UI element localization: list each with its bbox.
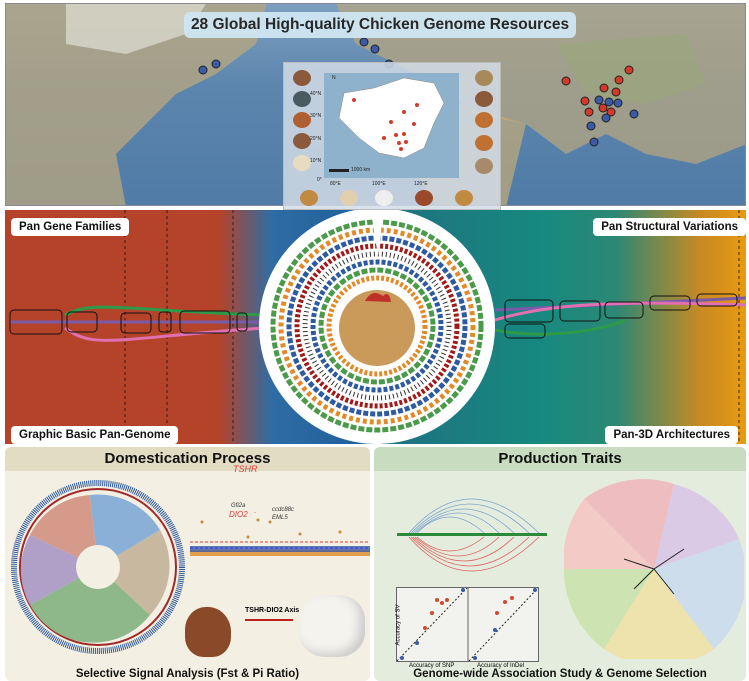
north-arrow-label: N	[332, 75, 336, 81]
production-header: Production Traits	[374, 447, 746, 471]
y-axis-label: Accuracy of SV	[395, 604, 402, 646]
gene-label-tshr: TSHR	[233, 464, 258, 474]
domestication-header: Domestication Process	[5, 447, 370, 471]
x-axis-label-snp: Accuracy of SNP	[409, 663, 455, 669]
arrow-icon	[245, 619, 293, 621]
production-footer: Genome-wide Association Study & Genome S…	[413, 668, 707, 680]
lat-tick: 20°N	[310, 136, 322, 142]
lat-tick: 10°N	[310, 158, 322, 164]
phylogenetic-tree	[11, 480, 185, 654]
lat-tick: 0°	[317, 177, 322, 183]
scale-bar-label: 1000 km	[351, 167, 371, 173]
circos-plot	[259, 210, 495, 444]
pan-genome-panel: Pan Gene Families Pan Structural Variati…	[5, 210, 746, 444]
graph-genome-paths	[9, 210, 746, 444]
axis-arrow-label: TSHR-DIO2 Axis	[245, 607, 300, 614]
map-title: 28 Global High-quality Chicken Genome Re…	[184, 12, 576, 38]
scatter-plots	[396, 587, 539, 662]
lon-tick: 120°E	[414, 181, 428, 187]
manhattan-plot	[190, 512, 370, 556]
lon-tick: 80°E	[330, 181, 341, 187]
label-pan-3d-architectures: Pan-3D Architectures	[605, 426, 738, 444]
domestication-panel: Domestication Process TSHR Gfi2a DIO2 cc…	[5, 447, 370, 681]
radial-tree	[564, 479, 744, 659]
production-traits-panel: Production Traits Accuracy of SV Accurac…	[374, 447, 746, 681]
gene-label-gfi2a: Gfi2a	[231, 503, 246, 509]
x-axis-label-indel: Accuracy of InDel	[477, 663, 525, 669]
arc-plot	[397, 498, 547, 572]
gene-label-ccdc88c: ccdc88c	[272, 507, 295, 513]
lat-tick: 40°N	[310, 91, 322, 97]
china-inset-map: N 40°N 30°N 20°N 10°N 0° 80°E 100°E 120°…	[283, 62, 501, 210]
label-pan-gene-families: Pan Gene Families	[11, 218, 130, 236]
scatter-points	[396, 587, 539, 662]
red-junglefowl-photo	[185, 607, 231, 657]
lon-tick: 100°E	[372, 181, 386, 187]
label-pan-structural-variations: Pan Structural Variations	[593, 218, 746, 236]
broiler-chickens-photo	[299, 595, 365, 657]
inset-graphic	[293, 70, 493, 206]
gene-label-dio2: DIO2	[229, 510, 248, 519]
chicken-photo	[339, 290, 415, 366]
world-map: 28 Global High-quality Chicken Genome Re…	[5, 3, 746, 206]
label-graphic-basic-pan-genome: Graphic Basic Pan-Genome	[11, 426, 179, 444]
domestication-footer: Selective Signal Analysis (Fst & Pi Rati…	[75, 668, 300, 680]
lat-tick: 30°N	[310, 113, 322, 119]
gene-label-eml5: EML5	[272, 515, 288, 521]
